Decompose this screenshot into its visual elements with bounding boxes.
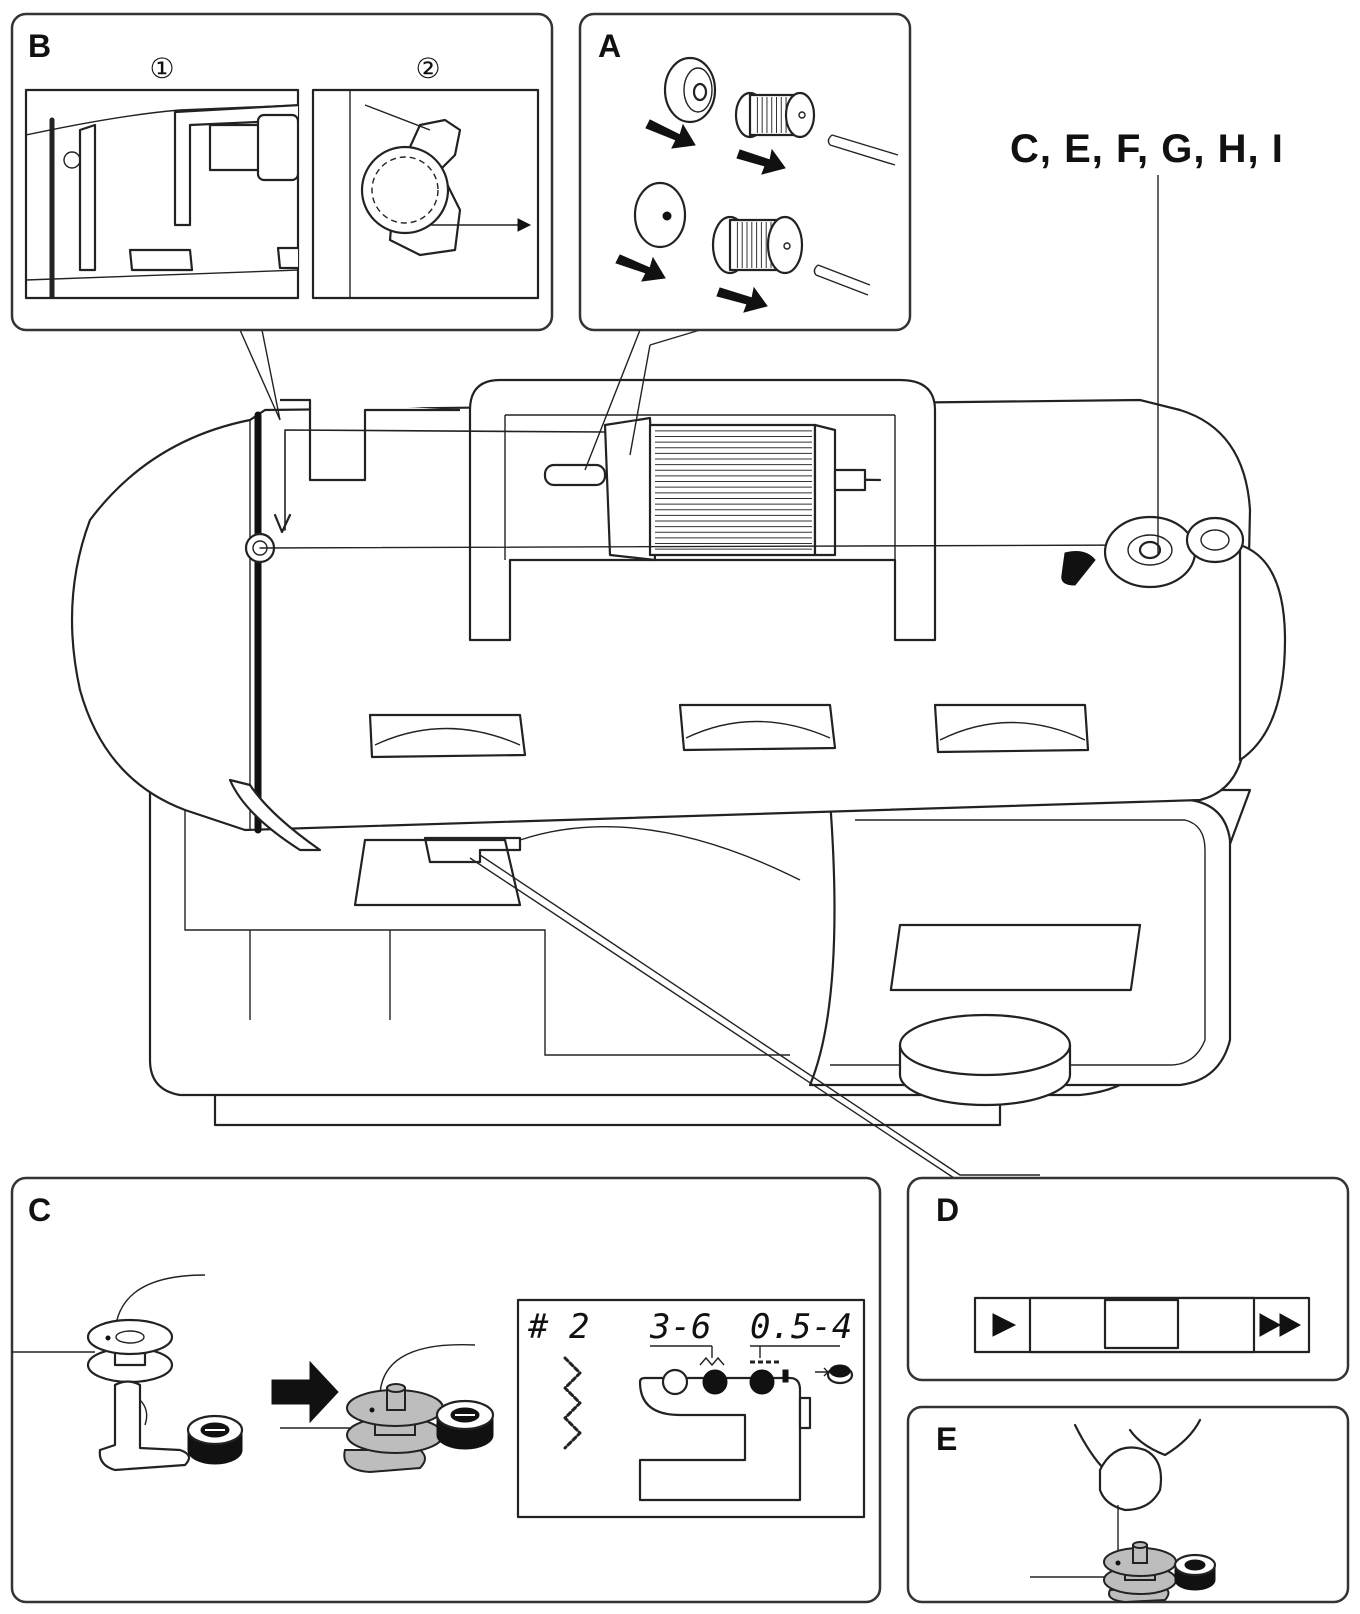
lcd-display: # 2 3-6 0.5-4 xyxy=(516,1298,866,1519)
small-spool-icon xyxy=(734,91,816,139)
arrow-icon xyxy=(736,148,786,175)
panel-e: E xyxy=(906,1405,1350,1604)
winder-knob-2 xyxy=(435,1399,495,1450)
callout-label: C, E, F, G, H, I xyxy=(1010,127,1284,171)
speed-slider-handle[interactable] xyxy=(1103,1298,1180,1350)
bobbin-winder xyxy=(1061,515,1245,589)
panel-a: A xyxy=(578,12,912,332)
zigzag-width-icon xyxy=(699,1356,725,1367)
fast-forward-icon xyxy=(1259,1313,1302,1337)
winder-knob xyxy=(186,1414,244,1465)
panel-c-label: C xyxy=(28,1192,51,1228)
arrow-icon xyxy=(645,119,696,149)
panel-e-label: E xyxy=(936,1421,957,1457)
panel-b: B ① ② xyxy=(10,12,554,332)
step-1-label: ① xyxy=(149,53,174,84)
bobbin-hand-icon xyxy=(1103,1541,1217,1604)
play-triangle-icon xyxy=(992,1313,1017,1337)
bobbin-winding-icon xyxy=(815,1364,854,1385)
arrow-icon xyxy=(615,254,666,282)
right-arrow-icon xyxy=(271,1360,339,1424)
machine-outline-icon xyxy=(638,1368,812,1502)
panel-a-label: A xyxy=(598,28,621,64)
arrow-icon xyxy=(716,286,768,313)
fingers-icon xyxy=(1098,1446,1163,1512)
lcd-pattern-number: # 2 xyxy=(527,1307,589,1347)
sewing-machine-top-view xyxy=(70,175,1287,1183)
panel-d: D xyxy=(906,1176,1350,1382)
zigzag-stitch-icon xyxy=(563,1356,582,1450)
installed-bobbin-icon xyxy=(343,1383,444,1474)
large-spool-icon xyxy=(711,215,804,275)
panel-b-label: B xyxy=(28,28,51,64)
step-2-label: ② xyxy=(415,53,440,84)
lcd-width-range: 3-6 xyxy=(649,1307,711,1347)
lcd-length-range: 0.5-4 xyxy=(750,1307,852,1347)
main-spool xyxy=(543,416,882,562)
panel-c: C xyxy=(10,1176,882,1604)
panel-d-label: D xyxy=(936,1192,959,1228)
top-recesses xyxy=(368,703,1090,759)
bobbin-icon xyxy=(86,1318,174,1384)
